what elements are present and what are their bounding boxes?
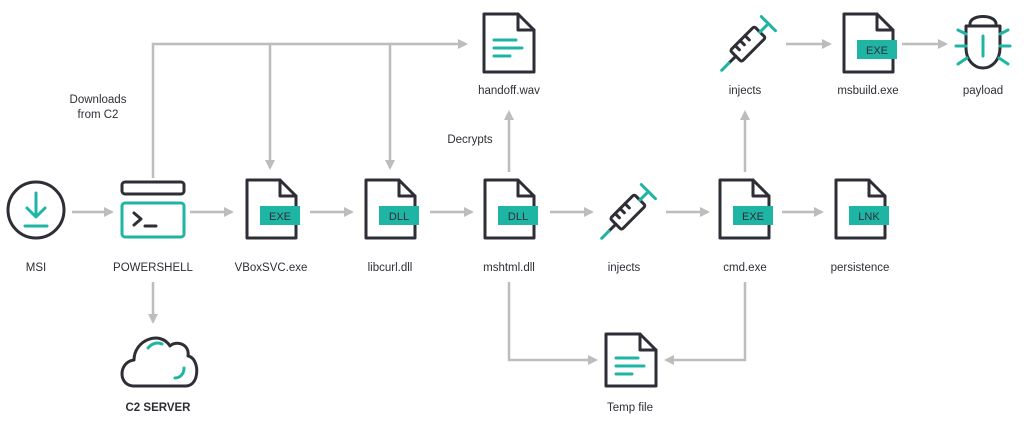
dll-file-icon: DLL: [483, 178, 538, 240]
powershell-node: POWERSHELL: [113, 180, 194, 274]
injects-node-1: injects: [600, 183, 657, 274]
msi-node: MSI: [6, 180, 66, 274]
arrow-cmd-to-temp: [664, 282, 747, 365]
download-circle-icon: [6, 180, 66, 240]
msbuild-label: msbuild.exe: [837, 85, 898, 97]
msbuild-node: EXE msbuild.exe: [837, 12, 899, 97]
libcurl-node: DLL libcurl.dll: [364, 178, 419, 274]
lnk-file-icon: LNK: [834, 178, 889, 240]
cmd-label: cmd.exe: [723, 262, 766, 274]
temp-file-label: Temp file: [607, 402, 653, 414]
arrow-powershell-to-handoff: [151, 39, 468, 178]
exe-file-icon: EXE: [245, 178, 300, 240]
terminal-icon: [120, 180, 186, 239]
c2-server-label: C2 SERVER: [126, 402, 192, 414]
syringe-icon: [600, 183, 657, 240]
exe-badge: EXE: [742, 211, 764, 223]
document-icon: [482, 12, 536, 74]
handoff-node: handoff.wav: [478, 12, 540, 97]
payload-label: payload: [963, 85, 1003, 97]
exe-file-icon: EXE: [718, 178, 773, 240]
downloads-label-line1: Downloads: [70, 94, 127, 106]
exe-badge: EXE: [269, 211, 291, 223]
injects-label-2: injects: [729, 85, 762, 97]
vboxsvc-label: VBoxSVC.exe: [235, 262, 308, 274]
lnk-badge: LNK: [858, 211, 880, 223]
msi-label: MSI: [26, 262, 46, 274]
mshtml-label: mshtml.dll: [483, 262, 535, 274]
exe-badge: EXE: [866, 45, 888, 57]
persistence-node: LNK persistence: [831, 178, 890, 274]
handoff-label: handoff.wav: [478, 85, 540, 97]
dll-badge: DLL: [508, 211, 528, 223]
dll-badge: DLL: [389, 211, 409, 223]
decrypts-label: Decrypts: [447, 134, 493, 146]
connectors: [72, 39, 948, 365]
bug-icon: [954, 15, 1012, 70]
libcurl-label: libcurl.dll: [368, 262, 413, 274]
powershell-label: POWERSHELL: [113, 262, 193, 274]
persistence-label: persistence: [831, 262, 890, 274]
document-icon: [604, 332, 658, 388]
cmd-node: EXE cmd.exe: [718, 178, 773, 274]
dll-file-icon: DLL: [364, 178, 419, 240]
arrow-mshtml-to-temp: [507, 282, 598, 365]
exe-file-icon: EXE: [842, 12, 897, 74]
downloads-label-line2: from C2: [78, 109, 119, 121]
mshtml-node: DLL mshtml.dll: [483, 178, 538, 274]
payload-node: payload: [954, 15, 1012, 97]
injects-node-2: injects: [720, 15, 777, 97]
syringe-icon: [720, 15, 777, 72]
temp-file-node: Temp file: [604, 332, 658, 414]
c2-server-node: C2 SERVER: [120, 336, 199, 414]
cloud-icon: [120, 336, 199, 388]
vboxsvc-node: EXE VBoxSVC.exe: [235, 178, 308, 274]
injects-label-1: injects: [608, 262, 641, 274]
